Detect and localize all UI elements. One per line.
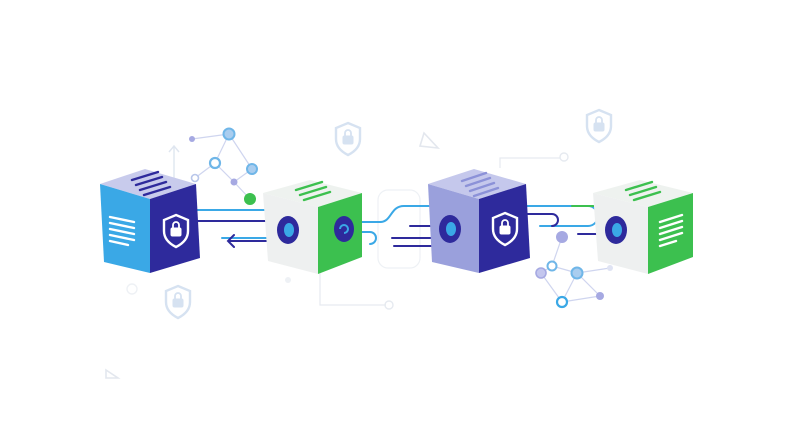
chain-link: [195, 220, 277, 238]
network-cluster-left: [189, 127, 258, 205]
shield-lock-icon: [334, 121, 362, 157]
block-1: [100, 169, 200, 273]
network-node-icon: [535, 267, 547, 279]
keyhole-icon: [277, 216, 299, 244]
document-lines-icon: [294, 180, 332, 202]
block-2: [263, 180, 362, 274]
block-3: [428, 169, 530, 273]
network-node-icon: [230, 178, 238, 186]
network-cluster-right: [535, 231, 613, 309]
shield-lock-icon: [164, 284, 192, 320]
triangle-icon: [418, 131, 441, 150]
network-node-icon: [596, 292, 604, 300]
network-node-icon: [222, 127, 236, 141]
connector-line: [499, 157, 560, 168]
network-node-icon: [384, 300, 394, 310]
network-node-icon: [570, 266, 584, 280]
document-lines-icon: [130, 170, 172, 197]
frame-outline: [377, 189, 421, 269]
background-decor: [105, 108, 613, 379]
document-lines-icon: [624, 180, 662, 202]
chain-link: [335, 231, 377, 245]
network-node-icon: [246, 163, 258, 175]
document-lines-icon: [658, 213, 684, 248]
chain-link: [335, 205, 437, 223]
network-node-icon: [555, 295, 569, 309]
network-node-icon: [126, 283, 138, 295]
document-lines-icon: [460, 171, 500, 198]
keyhole-icon: [334, 216, 354, 242]
connector-line: [319, 268, 386, 306]
network-node-icon: [559, 152, 569, 162]
document-lines-icon: [108, 215, 136, 247]
network-node-icon: [244, 193, 256, 205]
network-node-icon: [208, 156, 222, 170]
network-node-icon: [189, 136, 195, 142]
network-node-icon: [285, 277, 291, 283]
network-node-icon: [556, 231, 568, 243]
block-4: [593, 180, 693, 274]
shield-lock-icon: [585, 108, 613, 144]
network-node-icon: [546, 260, 558, 272]
network-node-icon: [190, 173, 200, 183]
keyhole-icon: [605, 216, 627, 244]
network-node-icon: [607, 265, 613, 271]
chain-link: [519, 213, 559, 227]
keyhole-icon: [439, 215, 461, 243]
triangle-icon: [105, 368, 121, 379]
